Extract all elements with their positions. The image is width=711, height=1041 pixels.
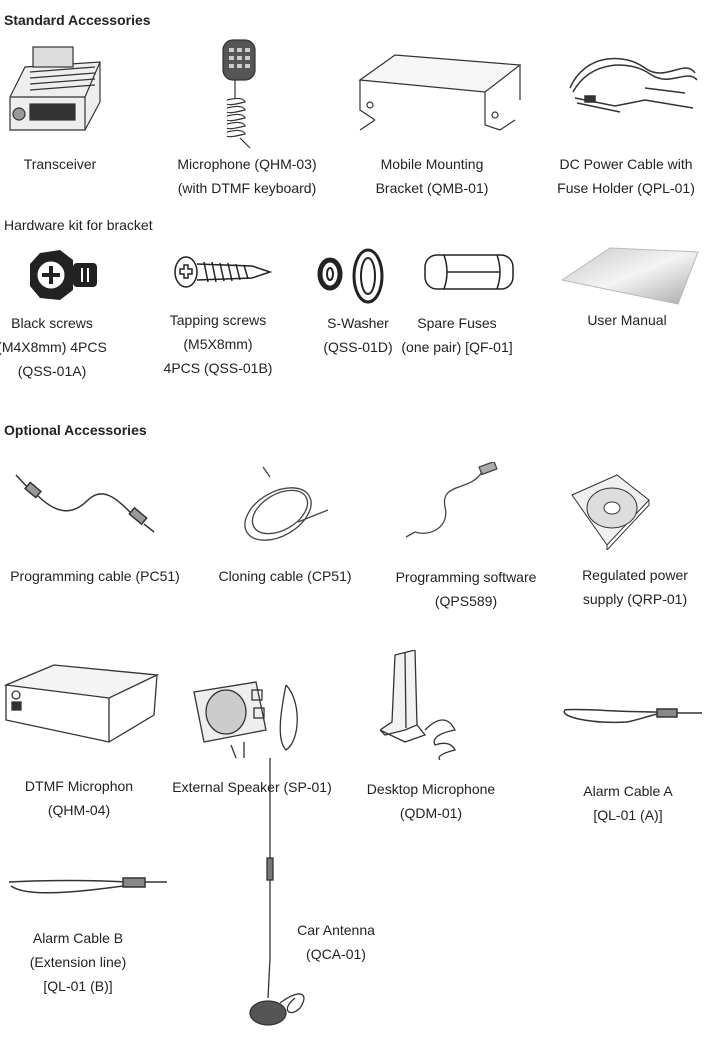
standard-accessories-heading: Standard Accessories: [4, 12, 151, 28]
black-screws-caption: Black screws(M4X8mm) 4PCS(QSS-01A): [0, 315, 107, 379]
tapping-screw-image: [172, 252, 272, 292]
optional-accessories-heading: Optional Accessories: [4, 422, 147, 438]
s-washer-caption: S-Washer(QSS-01D): [323, 315, 393, 355]
desktop-microphone-caption: Desktop Microphone(QDM-01): [366, 781, 496, 821]
spare-fuses-caption: Spare Fuses(one pair) [QF-01]: [401, 315, 513, 355]
s-washer-image: [316, 246, 391, 306]
user-manual-caption: User Manual: [587, 312, 667, 328]
dtmf-microphone-caption: DTMF Microphon(QHM-04): [24, 778, 134, 818]
cd-case-image: [567, 470, 652, 550]
external-speaker-caption: External Speaker (SP-01): [172, 779, 332, 795]
cloning-cable-image: [238, 462, 333, 547]
user-manual-image: [560, 246, 700, 306]
programming-software-caption: Programming software(QPS589): [395, 569, 537, 609]
spare-fuse-image: [422, 250, 517, 295]
car-antenna-image: [240, 758, 310, 1038]
black-screw-image: [28, 248, 100, 303]
desktop-microphone-image: [380, 650, 480, 760]
microphone-caption: Microphone (QHM-03)(with DTMF keyboard): [177, 156, 317, 196]
dc-power-cable-image: [565, 48, 700, 118]
mounting-bracket-image: [355, 50, 525, 135]
programming-cable-caption: Programming cable (PC51): [10, 568, 180, 584]
transceiver-caption: Transceiver: [23, 156, 97, 172]
alarm-cable-b-image: [5, 872, 170, 900]
programming-software-cable-image: [400, 462, 500, 547]
car-antenna-caption: Car Antenna(QCA-01): [297, 922, 375, 962]
alarm-cable-a-image: [557, 700, 707, 730]
cloning-cable-caption: Cloning cable (CP51): [218, 568, 352, 584]
microphone-image: [215, 38, 271, 150]
transceiver-image: [5, 42, 105, 132]
hardware-kit-heading: Hardware kit for bracket: [4, 217, 153, 233]
alarm-cable-b-caption: Alarm Cable B(Extension line)[QL-01 (B)]: [29, 930, 127, 994]
dtmf-microphone-box-image: [4, 660, 159, 745]
external-speaker-image: [186, 680, 316, 760]
tapping-screws-caption: Tapping screws(M5X8mm)4PCS (QSS-01B): [163, 312, 273, 376]
programming-cable-image: [8, 470, 158, 535]
alarm-cable-a-caption: Alarm Cable A[QL-01 (A)]: [583, 783, 673, 823]
